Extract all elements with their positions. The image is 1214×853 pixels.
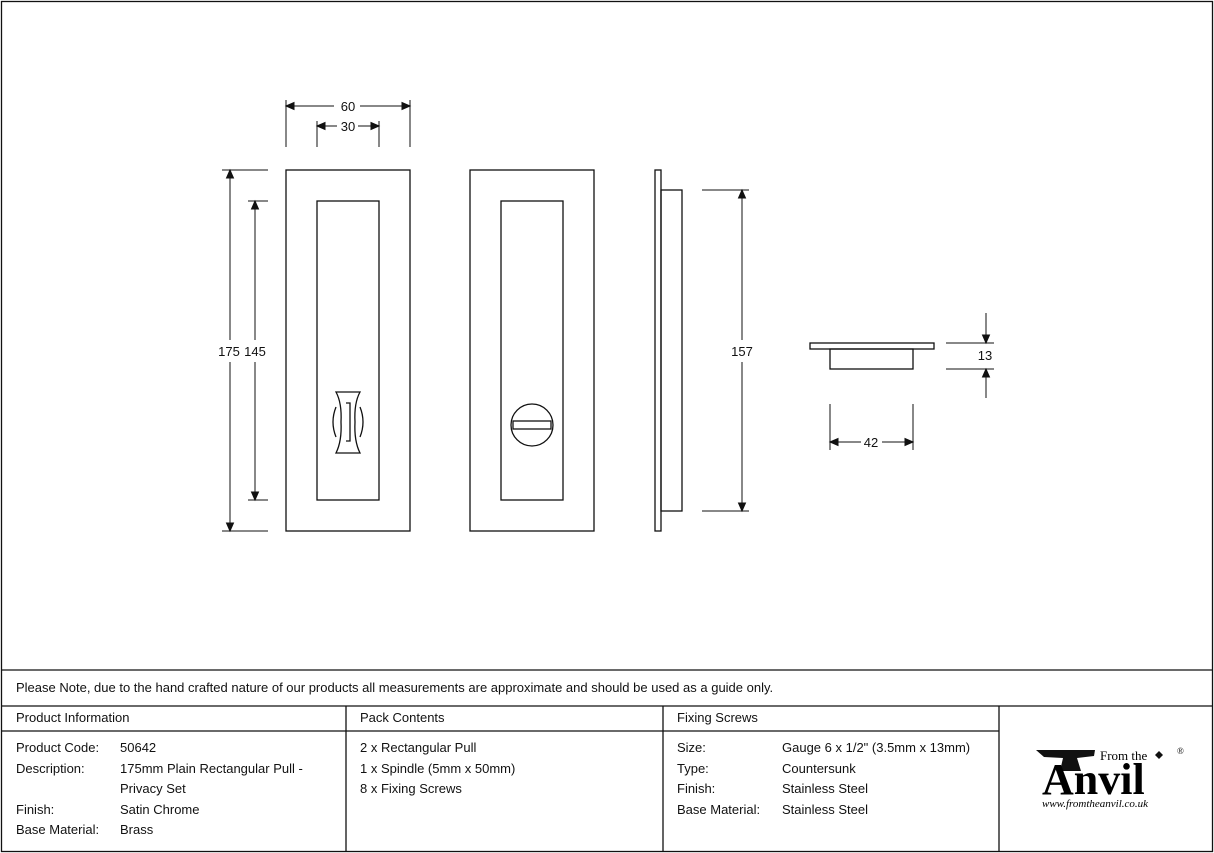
screw-type-label: Type: (677, 760, 709, 776)
fixing-screws-panel: Size: Gauge 6 x 1/2" (3.5mm x 13mm) Type… (677, 738, 995, 828)
base-material-label: Base Material: (16, 822, 100, 837)
product-info-panel: Product Code: 50642 Description: 175mm P… (16, 738, 341, 848)
screw-type-value: Countersunk (782, 760, 856, 776)
logo-registered: ® (1177, 746, 1184, 756)
product-info-header: Product Information (16, 710, 130, 725)
logo-from-the: From the (1100, 748, 1148, 763)
dim-height-inner: 145 (244, 344, 266, 359)
front-view-turn (285, 169, 411, 532)
front-view-release (469, 169, 595, 532)
logo-brand: Anvil (1042, 755, 1145, 804)
body-profile (660, 189, 683, 512)
description-value: 175mm Plain Rectangular Pull - (120, 760, 303, 776)
measurement-note: Please Note, due to the hand crafted nat… (16, 680, 774, 695)
outer-plate (285, 169, 411, 532)
screw-base-material-value: Stainless Steel (782, 801, 868, 817)
dim-depth: 13 (978, 348, 992, 363)
finish-label: Finish: (16, 801, 55, 817)
screw-base-material-label: Base Material: (677, 801, 761, 817)
logo-url: www.fromtheanvil.co.uk (1042, 798, 1149, 810)
diamond-icon (1155, 751, 1163, 759)
dim-side-height: 157 (731, 344, 753, 359)
body-top (829, 348, 914, 370)
flange-profile (654, 169, 662, 532)
screw-size-value: Gauge 6 x 1/2" (3.5mm x 13mm) (782, 740, 971, 755)
emergency-release-disc (510, 403, 554, 447)
description-label: Description: (16, 760, 85, 776)
privacy-turn-knob (332, 391, 364, 454)
dim-recess-width: 42 (864, 435, 878, 450)
dim-width-outer: 60 (341, 99, 355, 114)
finish-value: Satin Chrome (120, 801, 200, 817)
top-profile (809, 342, 935, 370)
anvil-logo: From the Anvil ® www.fromtheanvil.co.uk (1036, 746, 1184, 810)
pack-contents-panel: 2 x Rectangular Pull 1 x Spindle (5mm x … (360, 738, 660, 808)
product-code-label: Product Code: (16, 740, 100, 755)
outer-plate (469, 169, 595, 532)
inner-recess (316, 200, 380, 501)
dim-width-inner: 30 (341, 119, 355, 134)
anvil-icon (1036, 750, 1095, 771)
pack-item: 1 x Spindle (5mm x 50mm) (360, 760, 516, 776)
product-code-value: 50642 (120, 740, 157, 755)
inner-recess (500, 200, 564, 501)
flange-top (809, 342, 935, 350)
dim-height-outer: 175 (218, 344, 240, 359)
pack-contents-header: Pack Contents (360, 710, 445, 725)
screw-size-label: Size: (677, 740, 706, 755)
pack-item: 2 x Rectangular Pull (360, 740, 477, 755)
screw-finish-value: Stainless Steel (782, 781, 868, 796)
base-material-value: Brass (120, 822, 154, 837)
side-profile (654, 169, 683, 532)
description-cont-value: Privacy Set (120, 781, 186, 796)
fixing-screws-header: Fixing Screws (677, 710, 758, 725)
screw-finish-label: Finish: (677, 781, 716, 796)
pack-item: 8 x Fixing Screws (360, 781, 462, 796)
